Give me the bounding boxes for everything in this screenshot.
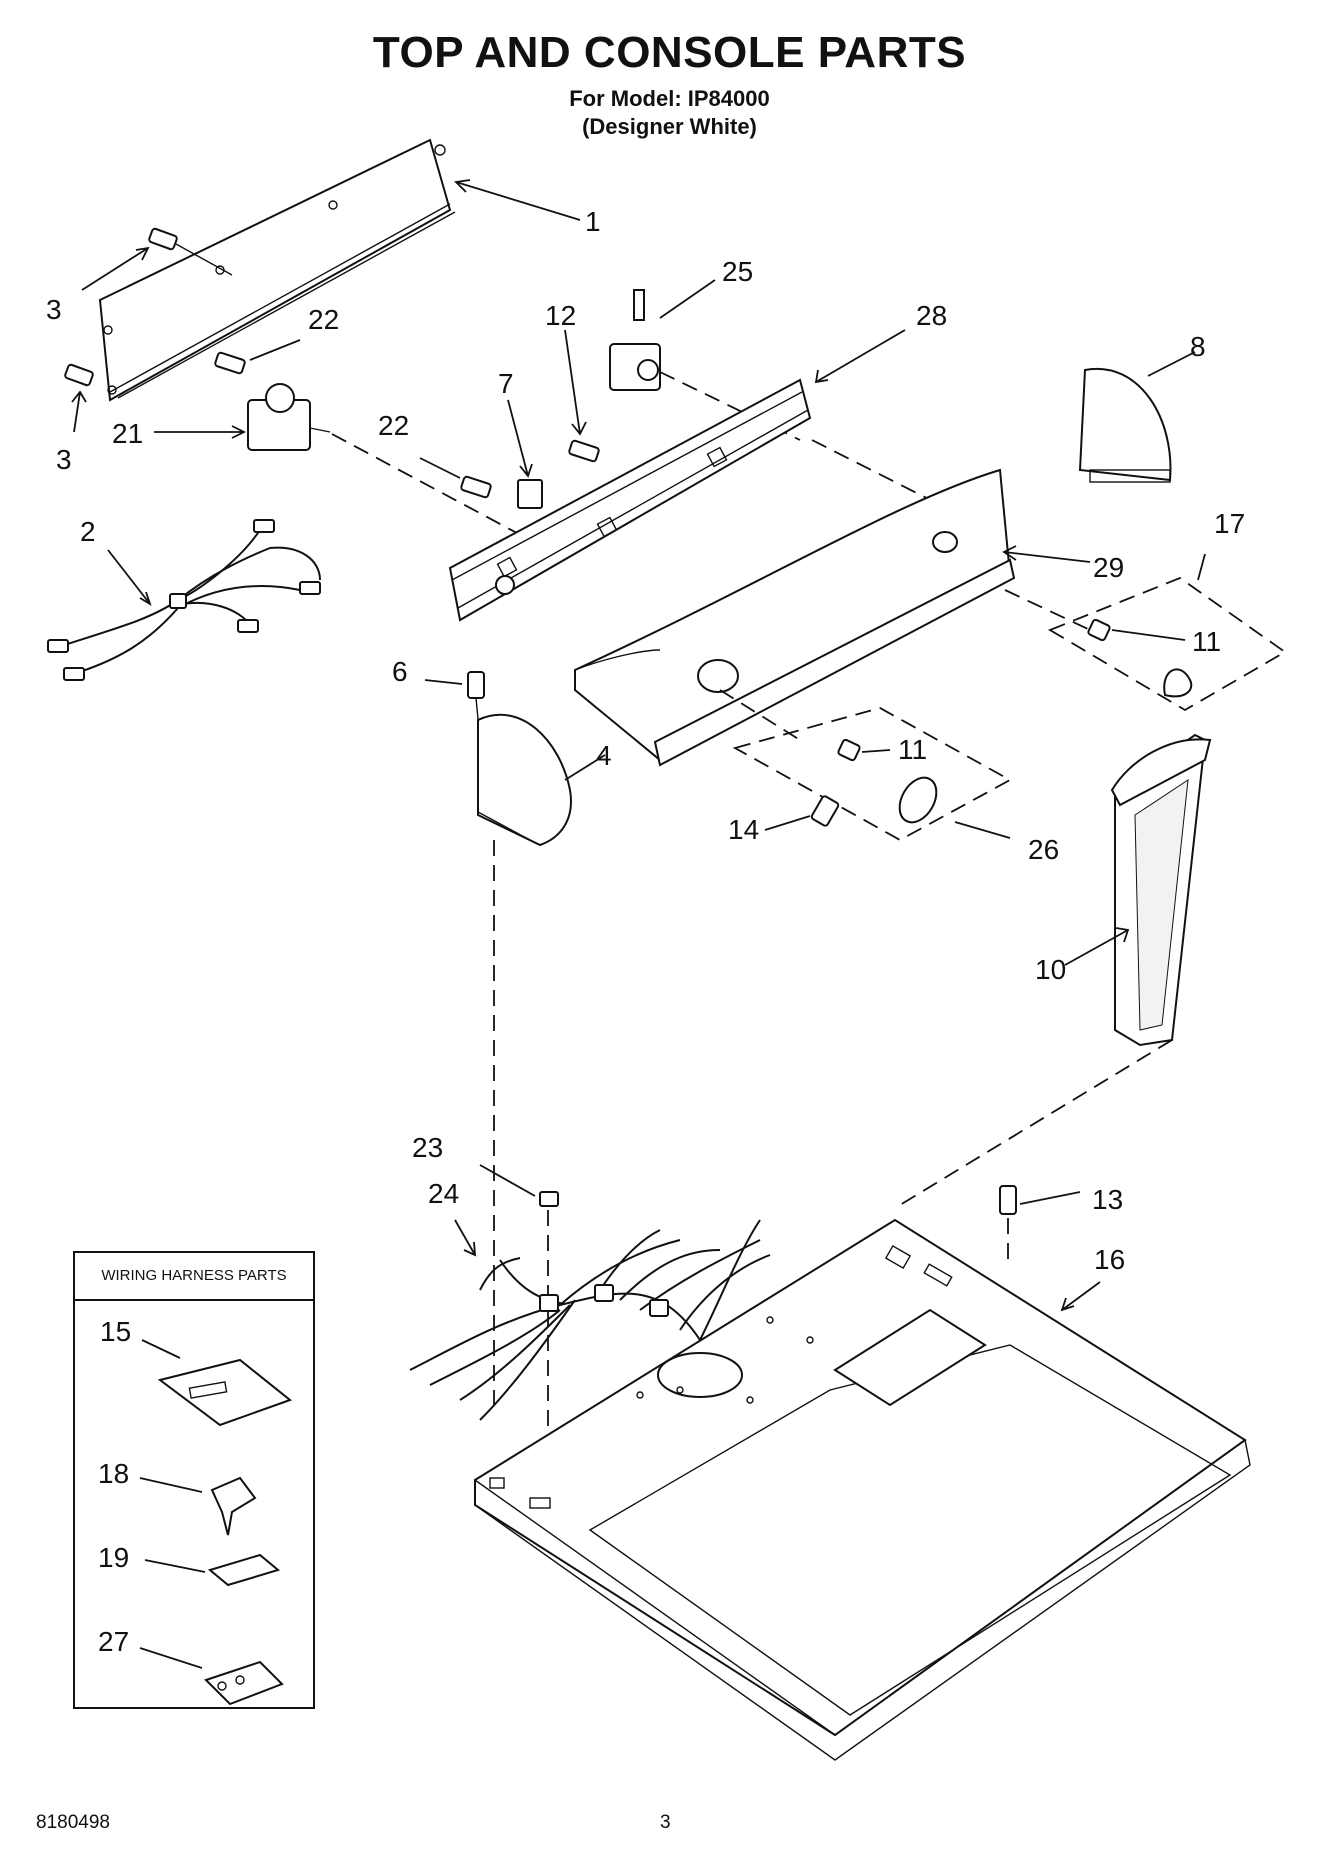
part-17-knob-group [1047, 553, 1287, 712]
part-28-console-frame [448, 329, 971, 622]
wiring-harness-inset [73, 1251, 315, 1709]
callout-11-center: 11 [898, 734, 928, 765]
callout-1: 1 [585, 206, 601, 237]
callout-3-lower: 3 [56, 444, 72, 475]
callout-15: 15 [100, 1316, 132, 1347]
callout-25: 25 [722, 256, 754, 287]
callout-7: 7 [498, 368, 514, 399]
part-2-wire-harness [47, 519, 321, 681]
page-number: 3 [660, 1812, 671, 1833]
part-26-knob-group [732, 707, 1012, 842]
callout-21: 21 [112, 418, 144, 449]
color-line: (Designer White) [582, 114, 757, 139]
part-3-screws [64, 227, 233, 433]
part-16-top-panel [474, 1218, 1251, 1761]
callout-29: 29 [1093, 552, 1125, 583]
inset-title: WIRING HARNESS PARTS [101, 1267, 287, 1284]
callout-19: 19 [98, 1542, 130, 1573]
callout-24: 24 [428, 1178, 460, 1209]
callout-14: 14 [728, 814, 760, 845]
callout-3-upper: 3 [46, 294, 62, 325]
part-24-main-harness [409, 1219, 771, 1421]
callout-8: 8 [1190, 331, 1206, 362]
part-7-bracket [507, 399, 543, 509]
callout-6: 6 [392, 656, 408, 687]
callout-4: 4 [596, 740, 612, 771]
callout-27: 27 [98, 1626, 130, 1657]
document-number: 8180498 [36, 1812, 110, 1833]
callout-13: 13 [1092, 1184, 1124, 1215]
part-29-console [574, 468, 1091, 767]
part-13-screw [999, 1185, 1081, 1265]
part-22-screws [214, 339, 492, 499]
model-line: For Model: IP84000 [569, 86, 770, 111]
callout-28: 28 [916, 300, 948, 331]
part-6-14-screws [424, 671, 840, 831]
callout-2: 2 [80, 516, 96, 547]
callout-10: 10 [1035, 954, 1067, 985]
callout-18: 18 [98, 1458, 130, 1489]
callout-22-upper: 22 [308, 304, 340, 335]
part-8-end-cap [1078, 351, 1196, 483]
callout-26: 26 [1028, 834, 1060, 865]
part-12-screw [564, 329, 600, 463]
part-1-rear-panel [98, 138, 581, 402]
callout-12: 12 [545, 300, 577, 331]
callout-17: 17 [1214, 508, 1246, 539]
part-23-clip [479, 1164, 559, 1500]
callout-11-right: 11 [1192, 626, 1222, 657]
callout-22-lower: 22 [378, 410, 410, 441]
part-4-end-cap [477, 713, 606, 1410]
page-title: TOP AND CONSOLE PARTS [372, 28, 967, 77]
callout-16: 16 [1094, 1244, 1126, 1275]
part-10-lint-screen [899, 733, 1212, 1206]
callout-23: 23 [412, 1132, 444, 1163]
part-21-timer [154, 383, 531, 541]
